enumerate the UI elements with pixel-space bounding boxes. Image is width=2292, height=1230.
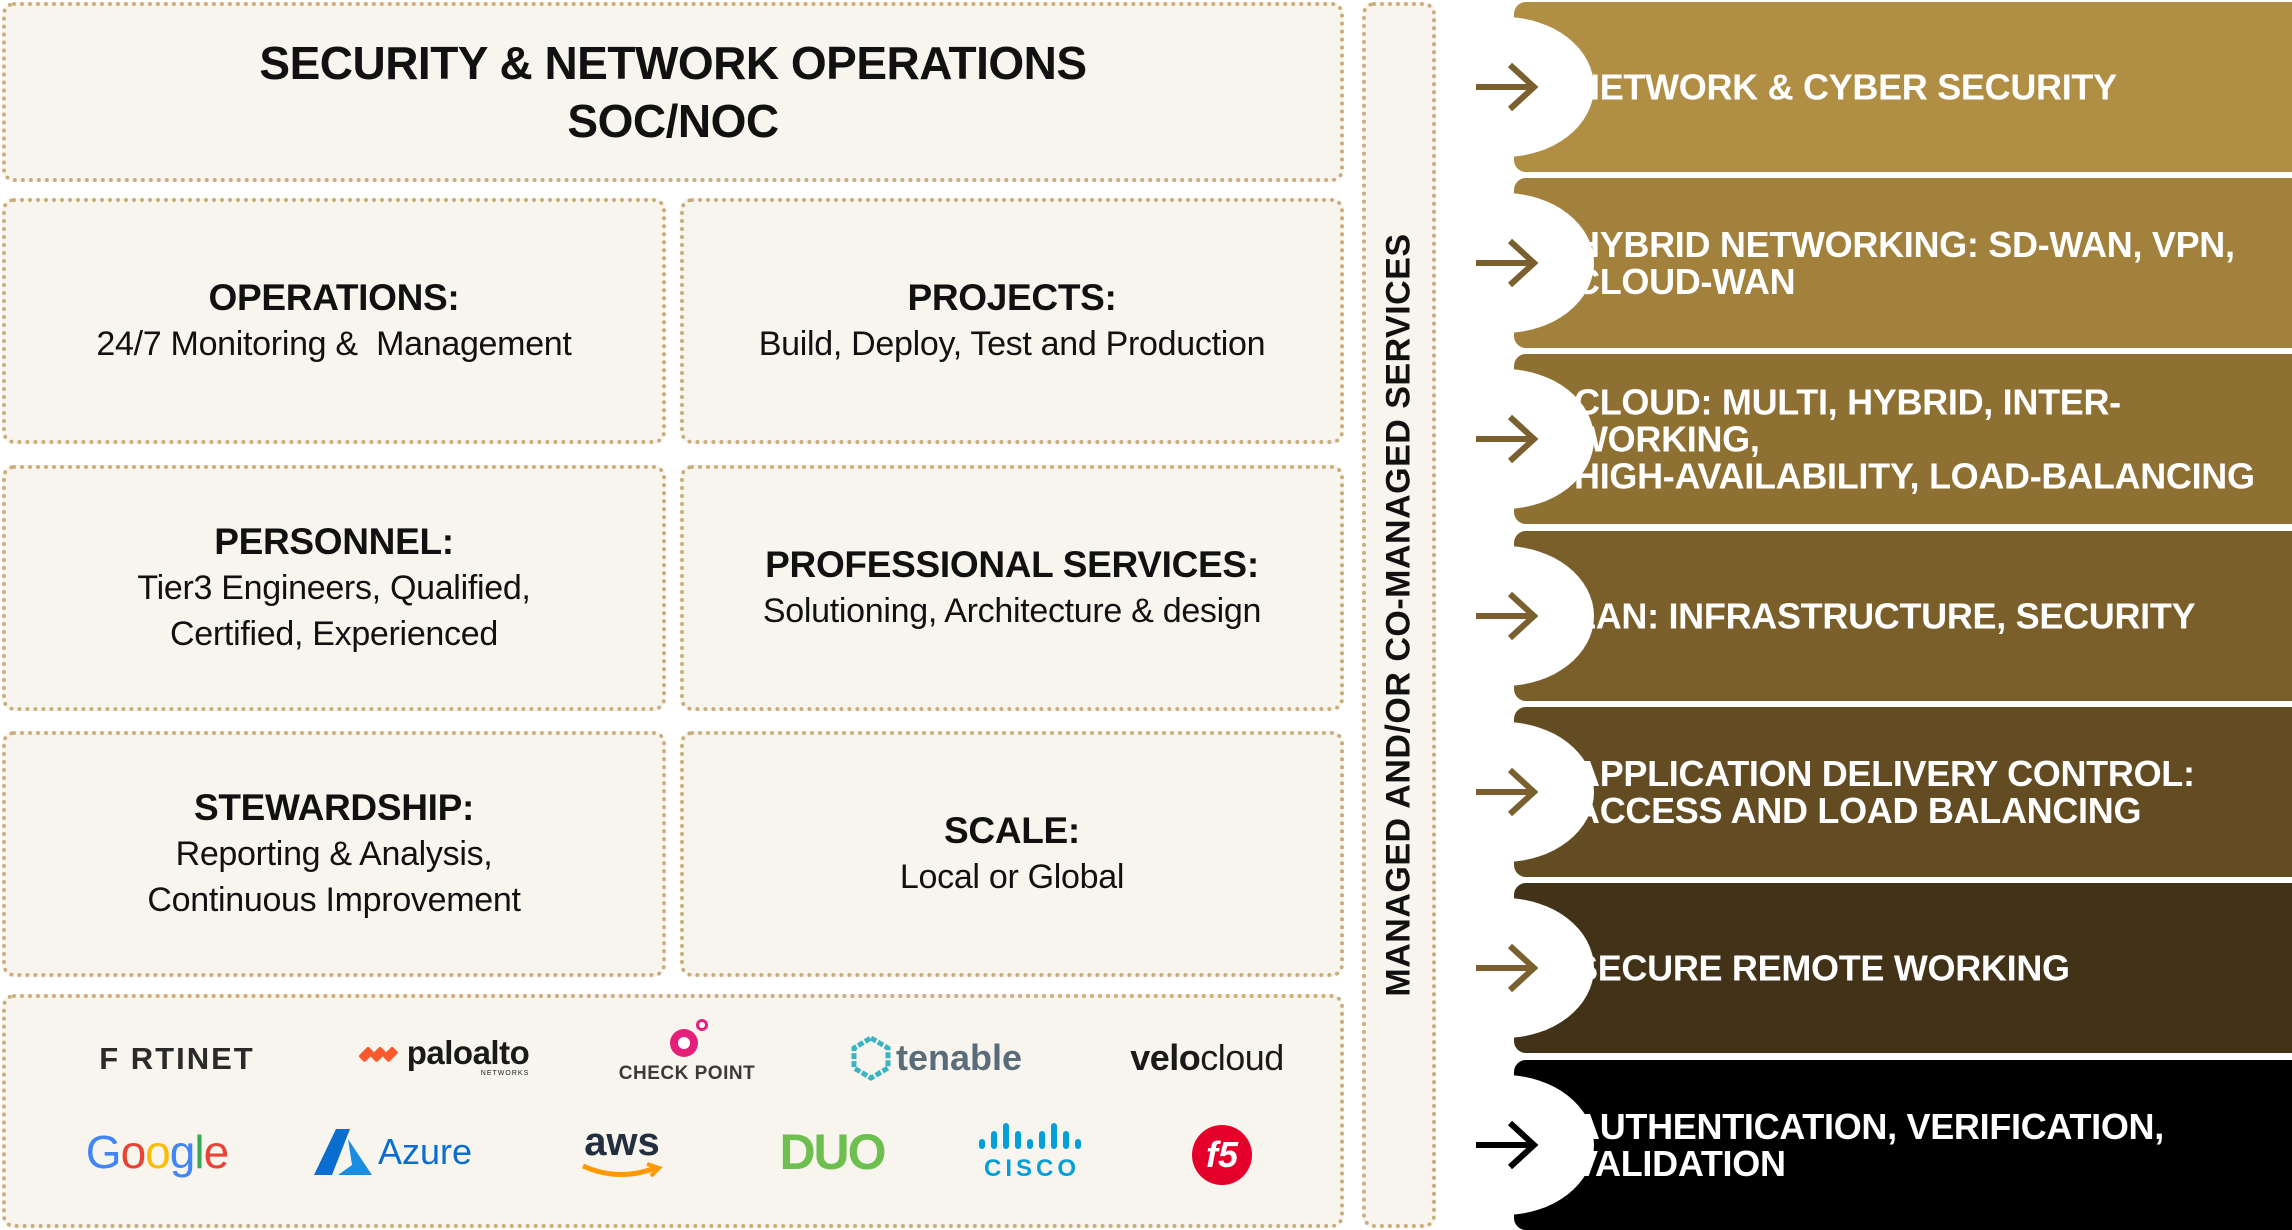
cloud-wordmark: cloud xyxy=(1200,1037,1284,1078)
service-label: HYBRID NETWORKING: SD-WAN, VPN,CLOUD-WAN xyxy=(1574,226,2272,300)
service-band: AUTHENTICATION, VERIFICATION,VALIDATION xyxy=(1514,1060,2292,1230)
card-personnel: PERSONNEL: Tier3 Engineers, Qualified, C… xyxy=(2,465,666,711)
card-text: Continuous Improvement xyxy=(147,881,521,919)
service-label: NETWORK & CYBER SECURITY xyxy=(1574,69,2272,106)
azure-icon xyxy=(313,1129,372,1175)
service-label-line: AUTHENTICATION, VERIFICATION, xyxy=(1574,1106,2164,1147)
service-label-line: CLOUD: MULTI, HYBRID, INTER-WORKING, xyxy=(1574,381,2121,460)
tenable-wordmark: tenable xyxy=(895,1037,1023,1078)
google-letter: o xyxy=(145,1126,171,1178)
arrow-right-icon xyxy=(1476,414,1539,464)
card-professional-services: PROFESSIONAL SERVICES: Solutioning, Arch… xyxy=(680,465,1344,711)
page-subtitle: SOC/NOC xyxy=(567,95,779,147)
service-band: LAN: INFRASTRUCTURE, SECURITY xyxy=(1514,531,2292,701)
fortinet-logo: F RTINET xyxy=(72,1034,282,1084)
page-title: SECURITY & NETWORK OPERATIONS xyxy=(259,37,1087,89)
checkpoint-wordmark: CHECK POINT xyxy=(618,1063,756,1084)
azure-wordmark: Azure xyxy=(377,1131,473,1172)
google-letter: e xyxy=(203,1126,230,1178)
card-title: SCALE: xyxy=(944,810,1080,851)
service-label-line: VALIDATION xyxy=(1574,1143,1786,1184)
card-title: STEWARDSHIP: xyxy=(193,787,475,828)
service-label: LAN: INFRASTRUCTURE, SECURITY xyxy=(1574,598,2272,635)
card-text: Solutioning, Architecture & design xyxy=(762,592,1262,630)
card-title: PROJECTS: xyxy=(907,277,1117,318)
aws-smile-icon xyxy=(581,1162,663,1178)
card-text: Tier3 Engineers, Qualified, xyxy=(137,569,531,607)
service-label-line: HIGH-AVAILABILITY, LOAD-BALANCING xyxy=(1574,455,2255,497)
duo-wordmark: DUO xyxy=(779,1124,886,1180)
f5-icon xyxy=(1192,1125,1252,1185)
google-letter: o xyxy=(120,1126,147,1178)
card-title: PERSONNEL: xyxy=(214,521,454,562)
managed-services-label: MANAGED AND/OR CO-MANAGED SERVICES xyxy=(1379,233,1418,997)
google-letter: G xyxy=(85,1126,122,1178)
card-text: Certified, Experienced xyxy=(170,615,498,653)
card-text: Local or Global xyxy=(899,858,1125,896)
duo-logo: DUO xyxy=(762,1122,902,1182)
card-projects: PROJECTS: Build, Deploy, Test and Produc… xyxy=(680,198,1344,444)
cisco-wordmark: CISCO xyxy=(983,1155,1080,1182)
arrow-right-icon xyxy=(1476,767,1539,817)
card-text: Reporting & Analysis, xyxy=(175,835,493,873)
arrow-right-icon xyxy=(1476,943,1539,993)
paloalto-networks-text: NETWORKS xyxy=(480,1069,530,1077)
google-letter: g xyxy=(169,1126,196,1178)
service-label: AUTHENTICATION, VERIFICATION,VALIDATION xyxy=(1574,1108,2272,1182)
google-logo: G o o g l e xyxy=(77,1122,237,1182)
paloalto-logo: paloalto NETWORKS xyxy=(332,1026,552,1086)
service-label-line: NETWORK & CYBER SECURITY xyxy=(1574,66,2117,108)
service-label-line: LAN: INFRASTRUCTURE, SECURITY xyxy=(1574,595,2196,637)
service-label-line: ACCESS AND LOAD BALANCING xyxy=(1574,790,2142,831)
arrow-right-icon xyxy=(1476,1120,1539,1170)
card-text: 24/7 Monitoring & Management xyxy=(96,325,572,363)
managed-services-column: MANAGED AND/OR CO-MANAGED SERVICES xyxy=(1362,2,1436,1228)
card-operations: OPERATIONS: 24/7 Monitoring & Management xyxy=(2,198,666,444)
velo-wordmark: velo xyxy=(1130,1037,1201,1078)
service-band: SECURE REMOTE WORKING xyxy=(1514,883,2292,1053)
velocloud-logo: velo cloud xyxy=(1112,1030,1302,1086)
vendor-logos: F RTINET paloalto NETWORKS CHECK POINT t… xyxy=(2,994,1344,1228)
service-label: CLOUD: MULTI, HYBRID, INTER-WORKING,HIGH… xyxy=(1574,384,2272,495)
service-label-line: SECURE REMOTE WORKING xyxy=(1574,947,2070,989)
service-label: SECURE REMOTE WORKING xyxy=(1574,950,2272,987)
arrow-right-icon xyxy=(1476,238,1539,288)
card-scale: SCALE: Local or Global xyxy=(680,731,1344,977)
aws-logo: aws xyxy=(562,1112,682,1192)
f5-logo: f5 xyxy=(1187,1120,1257,1190)
card-stewardship: STEWARDSHIP: Reporting & Analysis, Conti… xyxy=(2,731,666,977)
service-band: NETWORK & CYBER SECURITY xyxy=(1514,2,2292,172)
checkpoint-icon xyxy=(670,1019,708,1057)
azure-logo: Azure xyxy=(302,1122,482,1182)
service-band: HYBRID NETWORKING: SD-WAN, VPN,CLOUD-WAN xyxy=(1514,178,2292,348)
fortinet-wordmark: F RTINET xyxy=(99,1041,255,1076)
f5-wordmark: f5 xyxy=(1205,1134,1238,1175)
header-box: SECURITY & NETWORK OPERATIONS SOC/NOC xyxy=(2,2,1344,182)
cisco-bars-icon xyxy=(979,1123,1081,1149)
arrow-right-icon xyxy=(1476,62,1539,112)
vendor-logos-panel xyxy=(2,994,1344,1228)
card-title: PROFESSIONAL SERVICES: xyxy=(765,544,1259,585)
service-label-line: CLOUD-WAN xyxy=(1574,261,1796,302)
checkpoint-logo: CHECK POINT xyxy=(602,1008,772,1094)
service-band: CLOUD: MULTI, HYBRID, INTER-WORKING,HIGH… xyxy=(1514,354,2292,524)
service-label-line: HYBRID NETWORKING: SD-WAN, VPN, xyxy=(1574,224,2235,265)
tenable-icon xyxy=(851,1035,891,1081)
service-band: APPLICATION DELIVERY CONTROL:ACCESS AND … xyxy=(1514,707,2292,877)
service-label-line: APPLICATION DELIVERY CONTROL: xyxy=(1574,753,2195,794)
google-letter: l xyxy=(194,1126,204,1178)
card-title: OPERATIONS: xyxy=(208,277,460,318)
cisco-logo: CISCO xyxy=(967,1114,1097,1190)
tenable-logo: tenable xyxy=(830,1030,1040,1086)
service-label: APPLICATION DELIVERY CONTROL:ACCESS AND … xyxy=(1574,755,2272,829)
paloalto-wordmark: paloalto xyxy=(406,1033,530,1071)
paloalto-icon xyxy=(358,1047,398,1062)
card-text: Build, Deploy, Test and Production xyxy=(758,325,1266,363)
aws-wordmark: aws xyxy=(584,1120,660,1164)
arrow-right-icon xyxy=(1476,591,1539,641)
